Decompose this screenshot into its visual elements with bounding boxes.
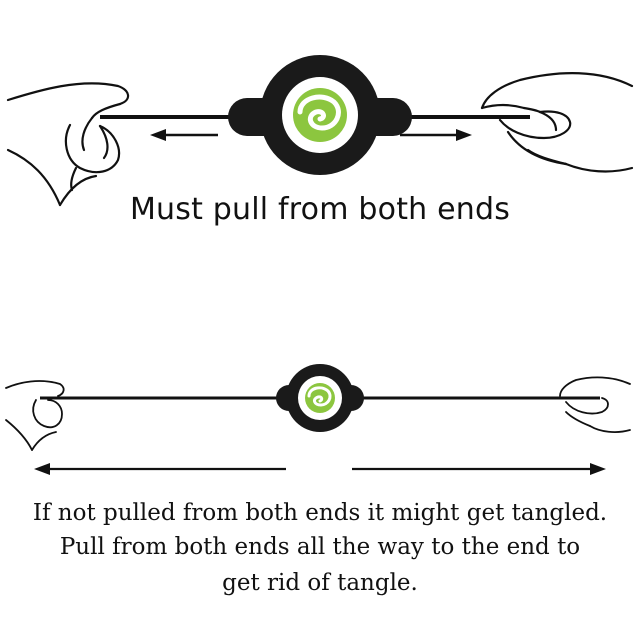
left-hand-icon: [5, 380, 65, 451]
green-spiral-logo-icon: [305, 383, 335, 413]
bottom-caption-line-1: If not pulled from both ends it might ge…: [32, 500, 608, 526]
right-hand-icon: [559, 376, 631, 433]
bottom-caption-line-2: Pull from both ends all the way to the e…: [59, 534, 581, 560]
top-illustration: [6, 55, 634, 207]
top-caption: Must pull from both ends: [129, 192, 511, 227]
left-hand-icon: [6, 82, 130, 207]
retractable-cable-reel-icon: [276, 364, 364, 432]
retractable-cable-reel-icon: [228, 55, 412, 175]
right-hand-icon: [480, 72, 634, 173]
pull-direction-arrow-icon: [150, 129, 472, 141]
pull-direction-arrow-icon: [34, 463, 606, 475]
green-spiral-logo-icon: [293, 88, 347, 142]
bottom-illustration: [5, 364, 631, 475]
bottom-caption-line-3: get rid of tangle.: [222, 570, 418, 596]
